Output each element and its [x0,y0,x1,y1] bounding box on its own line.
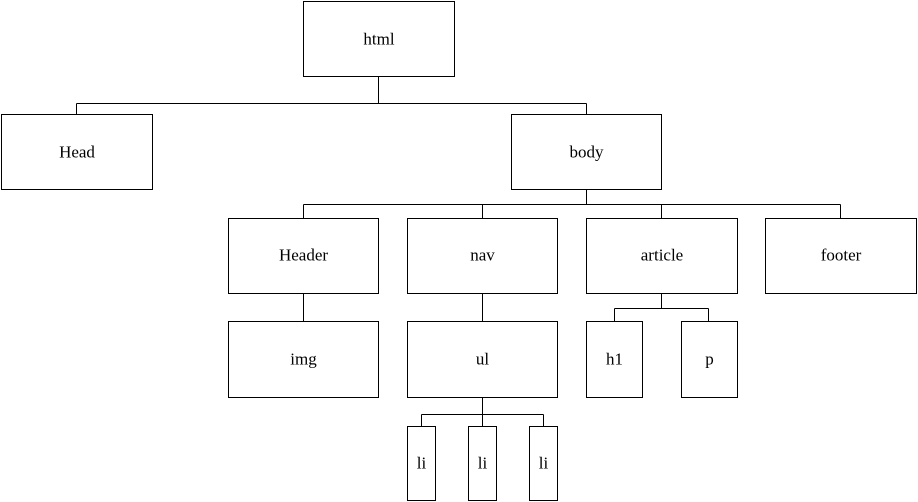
node-article-label: article [641,246,683,265]
node-body-box [511,114,662,190]
node-h1-label: h1 [606,350,623,369]
node-li-1-box [407,426,436,501]
node-html: html [303,1,455,77]
node-li-3-box [529,426,558,501]
node-ul-label: ul [476,350,490,369]
node-img-box [228,321,379,398]
node-p: p [681,321,738,398]
node-body-label: body [570,143,605,162]
node-nav: nav [407,218,558,294]
node-li-3: li [529,426,558,501]
node-header-box [228,218,379,294]
node-html-box [303,1,455,77]
node-li-2: li [468,426,497,501]
connectors [76,76,841,427]
node-head-label: Head [59,143,95,162]
node-head: Head [1,114,153,190]
node-header: Header [228,218,379,294]
node-p-box [681,321,738,398]
node-li-1: li [407,426,436,501]
node-footer: footer [765,218,917,294]
node-li-3-label: li [539,454,549,473]
node-article-box [586,218,738,294]
node-ul: ul [407,321,558,398]
node-html-label: html [363,30,394,49]
node-ul-box [407,321,558,398]
node-nav-box [407,218,558,294]
node-body: body [511,114,662,190]
node-h1-box [586,321,643,398]
node-li-2-box [468,426,497,501]
node-li-1-label: li [417,454,427,473]
node-head-box [1,114,153,190]
node-footer-box [765,218,917,294]
node-h1: h1 [586,321,643,398]
node-li-2-label: li [478,454,488,473]
node-footer-label: footer [821,246,862,265]
node-nav-label: nav [470,246,495,265]
node-img: img [228,321,379,398]
node-article: article [586,218,738,294]
node-p-label: p [705,350,714,369]
node-header-label: Header [279,246,328,265]
node-img-label: img [290,350,317,369]
